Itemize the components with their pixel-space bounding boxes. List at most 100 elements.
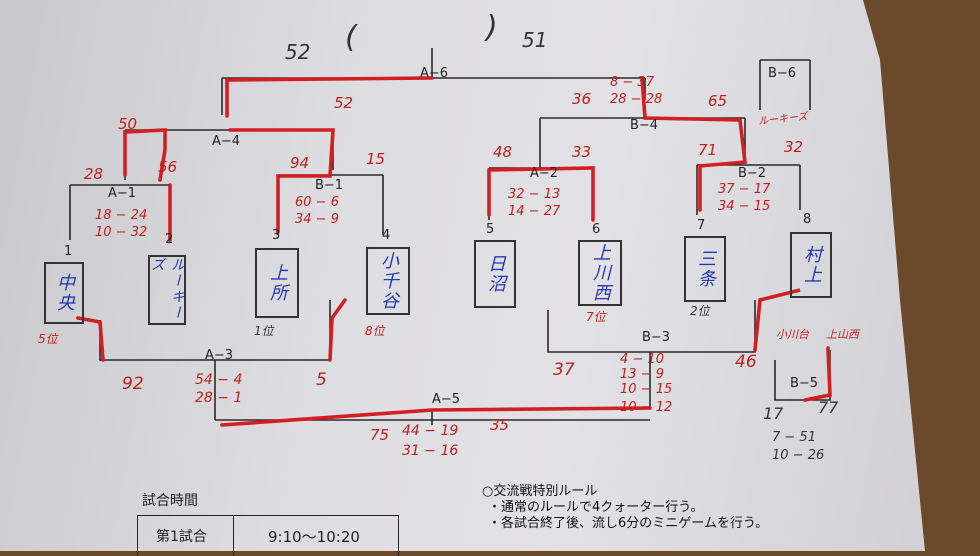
score-a1-right: 56 xyxy=(158,158,178,176)
team-name: 上川西 xyxy=(590,243,611,303)
score-a3-right: 5 xyxy=(316,370,327,390)
team-name: 三条 xyxy=(695,249,716,289)
match-label-b2: B−2 xyxy=(738,166,767,181)
rank-note: 1位 xyxy=(254,324,274,338)
score-b3-quarter: 10 − 15 xyxy=(620,382,673,397)
score-b3-quarter: 13 − 9 xyxy=(620,367,664,382)
match-label-b1: B−1 xyxy=(315,178,344,193)
red-win-path-left xyxy=(123,76,434,242)
team-name: 小千谷 xyxy=(378,251,399,311)
score-b3-quarter: 10 − 12 xyxy=(620,400,673,415)
score-b2-q1: 37 − 17 xyxy=(718,182,771,197)
rules-line: ・通常のルールで4クォーター行う。 xyxy=(488,500,704,515)
score-b4-right: 65 xyxy=(708,92,728,110)
paren-close: ) xyxy=(486,10,498,45)
score-a3-q2: 28 − 1 xyxy=(195,390,243,406)
match-label-a2: A−2 xyxy=(530,166,559,181)
seed-number: 6 xyxy=(592,222,601,237)
schedule-row-time: 9:10〜10:20 xyxy=(268,528,360,546)
score-b1-right: 15 xyxy=(366,150,386,168)
red-win-path-right xyxy=(487,76,748,222)
rank-note: 上山西 xyxy=(826,328,859,341)
score-b4-q1: 8 − 37 xyxy=(610,75,654,90)
seed-number: 3 xyxy=(272,228,281,243)
score-a6-right: 51 xyxy=(522,28,548,52)
score-a5-left: 75 xyxy=(370,426,390,444)
match-label-b4: B−4 xyxy=(630,118,659,133)
seed-number: 5 xyxy=(486,222,495,237)
match-label-a5: A−5 xyxy=(432,392,461,407)
rank-note: 5位 xyxy=(38,332,58,346)
schedule-title: 試合時間 xyxy=(142,493,198,509)
rank-note: 8位 xyxy=(365,324,385,338)
score-b1-left: 94 xyxy=(290,154,310,172)
score-b3-quarter: 4 − 10 xyxy=(620,352,664,367)
match-label-a4: A−4 xyxy=(212,134,241,149)
rank-note: 2位 xyxy=(690,304,710,318)
score-b5-q2: 10 − 26 xyxy=(772,448,825,463)
match-label-a6: A−6 xyxy=(420,66,449,81)
seed-number: 8 xyxy=(803,212,812,227)
score-a1-left: 28 xyxy=(84,165,104,183)
score-a6-left: 52 xyxy=(285,40,311,64)
match-label-a3: A−3 xyxy=(205,348,234,363)
seed-number: 4 xyxy=(382,228,391,243)
score-a5-q1: 44 − 19 xyxy=(402,423,459,439)
team-box: 日沼 xyxy=(474,240,516,308)
score-b2-q2: 34 − 15 xyxy=(718,199,771,214)
rank-note: 7位 xyxy=(586,310,606,324)
team-name: 村上 xyxy=(801,245,822,285)
b6-line xyxy=(759,59,811,110)
score-a4-left: 50 xyxy=(118,115,138,133)
team-box: 村上 xyxy=(790,232,832,298)
score-a2-q1: 32 − 13 xyxy=(508,187,561,202)
team-box: 上川西 xyxy=(578,240,622,306)
match-label-b5: B−5 xyxy=(790,376,819,391)
paren-open: ( xyxy=(345,20,357,55)
team-box: 中央 xyxy=(44,262,84,324)
score-a5-right: 35 xyxy=(490,416,510,434)
score-b3-right: 46 xyxy=(735,352,757,372)
schedule-row-label: 第1試合 xyxy=(156,529,207,545)
match-label-b3: B−3 xyxy=(642,330,671,345)
team-box: 小千谷 xyxy=(366,247,410,315)
seed-number: 7 xyxy=(697,218,706,233)
schedule-table: 第1試合 9:10〜10:20 xyxy=(137,515,399,556)
seed-number: 2 xyxy=(165,232,174,247)
score-b2-left: 71 xyxy=(698,141,718,159)
team-name: 日沼 xyxy=(485,254,506,294)
score-a3-left: 92 xyxy=(122,374,144,394)
match-label-b6: B−6 xyxy=(768,66,797,81)
rules-line: ・各試合終了後、流し6分のミニゲームを行う。 xyxy=(488,516,769,531)
match-label-a1: A−1 xyxy=(108,186,137,201)
score-b5-right: 77 xyxy=(818,398,839,417)
score-a1-q2: 10 − 32 xyxy=(95,225,148,240)
score-a3-q1: 54 − 4 xyxy=(195,372,243,388)
score-a4-right: 52 xyxy=(334,94,354,112)
team-name: ルーキーズ xyxy=(149,257,185,321)
team-box: 三条 xyxy=(684,236,726,302)
table-divider xyxy=(233,516,234,556)
team-box: ルーキーズ xyxy=(148,255,186,325)
score-b1-q2: 34 − 9 xyxy=(295,212,339,227)
score-a2-left: 48 xyxy=(493,143,513,161)
score-b4-left: 36 xyxy=(572,90,592,108)
score-b3-left: 37 xyxy=(553,360,575,380)
b3-line xyxy=(547,300,756,408)
score-a2-q2: 14 − 27 xyxy=(508,204,561,219)
score-b5-q1: 7 − 51 xyxy=(772,430,816,445)
team-name: 中央 xyxy=(54,273,75,313)
score-a2-right: 33 xyxy=(572,143,592,161)
rules-heading: ○交流戦特別ルール xyxy=(482,484,598,499)
b5-line xyxy=(774,350,831,401)
team-box: 上所 xyxy=(255,248,299,318)
seed-number: 1 xyxy=(64,244,73,259)
score-b2-right: 32 xyxy=(784,138,804,156)
red-win-path-bottom xyxy=(76,288,832,427)
score-a5-q2: 31 − 16 xyxy=(402,443,459,459)
score-b5-left: 17 xyxy=(763,404,784,423)
team-name: 上所 xyxy=(267,263,288,303)
score-b4-q2: 28 − 28 xyxy=(610,92,663,107)
